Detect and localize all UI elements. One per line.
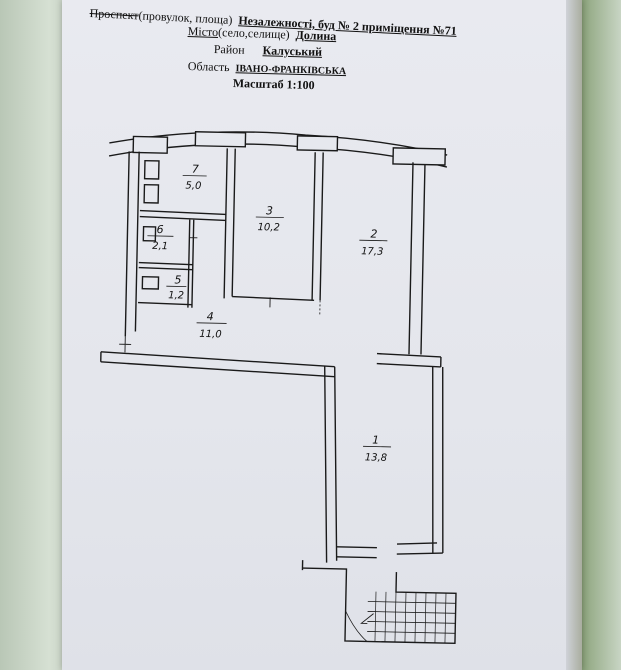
plan-window-1 — [132, 135, 169, 154]
plan-stairs-outline — [344, 572, 457, 645]
room-1-divider — [363, 445, 392, 448]
plan-room1-right-wall — [432, 366, 444, 554]
room-4-number: 4 — [207, 310, 214, 323]
room-3-area: 10,2 — [257, 222, 279, 233]
plan-wall-5-bottom — [137, 301, 192, 306]
plan-room1-left-wall — [324, 366, 338, 563]
room-5-area: 1,2 — [168, 290, 184, 301]
room-4-divider — [196, 322, 227, 324]
room-7-area: 5,0 — [185, 181, 201, 192]
plan-stairs-arrow — [360, 613, 374, 624]
room-2-area: 17,3 — [361, 246, 383, 257]
plan-wall-small-right — [187, 219, 195, 308]
plan-wall-room3-left — [223, 148, 236, 299]
room-2-divider — [359, 239, 388, 242]
plan-fixture-4 — [141, 275, 160, 290]
plan-fixture-3 — [142, 225, 157, 242]
room-2-number: 2 — [370, 227, 377, 240]
room-6-divider — [147, 235, 174, 237]
plan-wall-6-5 — [138, 261, 193, 271]
room-3-divider — [255, 216, 284, 219]
plan-window-3 — [296, 135, 339, 152]
room-7-divider — [182, 175, 207, 177]
plan-door-tick-1 — [119, 336, 132, 353]
plan-wall-7-6 — [139, 209, 226, 222]
plan-fixture-2 — [143, 183, 160, 204]
plan-wall-room3-bottom — [232, 295, 315, 301]
background-fabric-left — [0, 0, 70, 670]
plan-left-wall — [124, 151, 140, 337]
room-6-number: 6 — [156, 223, 163, 236]
room-1-number: 1 — [372, 434, 379, 447]
plan-wall-room3-right — [311, 152, 324, 301]
room-4-area: 11,0 — [199, 329, 221, 340]
plan-window-2 — [194, 131, 247, 148]
plan-corridor-bottom-wall — [100, 351, 335, 378]
room-1-area: 13,8 — [365, 452, 387, 463]
room-6-area: 2,1 — [152, 241, 168, 252]
room-3-number: 3 — [266, 204, 273, 217]
plan-stairs-risers — [374, 591, 447, 644]
page-edge — [566, 0, 582, 670]
plan-entrance-step — [302, 567, 348, 582]
plan-room1-bottom-wall — [336, 542, 443, 559]
plan-stairs-curve — [345, 610, 368, 642]
plan-right-wall — [408, 162, 426, 355]
document-page — [62, 0, 582, 670]
plan-room2-bottom-wall — [376, 352, 441, 368]
plan-fixture-1 — [143, 159, 160, 180]
room-7-number: 7 — [192, 163, 199, 176]
plan-top-facade — [109, 131, 448, 156]
plan-window-4 — [392, 147, 447, 166]
room-5-number: 5 — [174, 273, 181, 286]
plan-stairs-steps — [367, 601, 456, 634]
